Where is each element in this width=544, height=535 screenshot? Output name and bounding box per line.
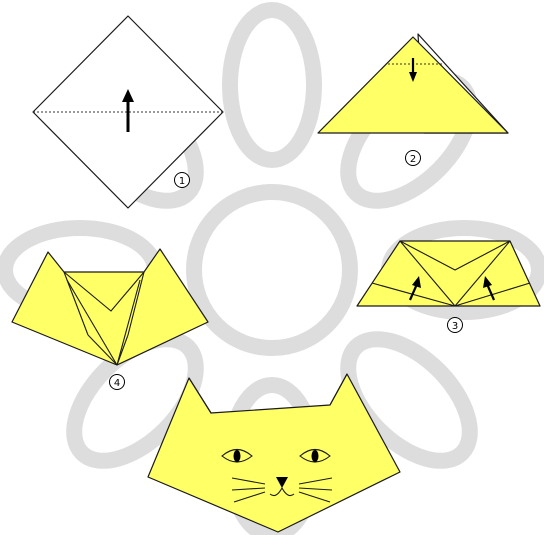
paper-trapezoid: [357, 241, 540, 306]
step-2-number: 2: [410, 154, 416, 165]
step-3-figure: [357, 241, 540, 306]
paper-triangle: [318, 37, 508, 133]
step-3-number: 3: [452, 321, 458, 332]
step-1-number: 1: [179, 176, 185, 187]
step-4-number: 4: [114, 378, 120, 389]
step-2-figure: [318, 34, 508, 133]
